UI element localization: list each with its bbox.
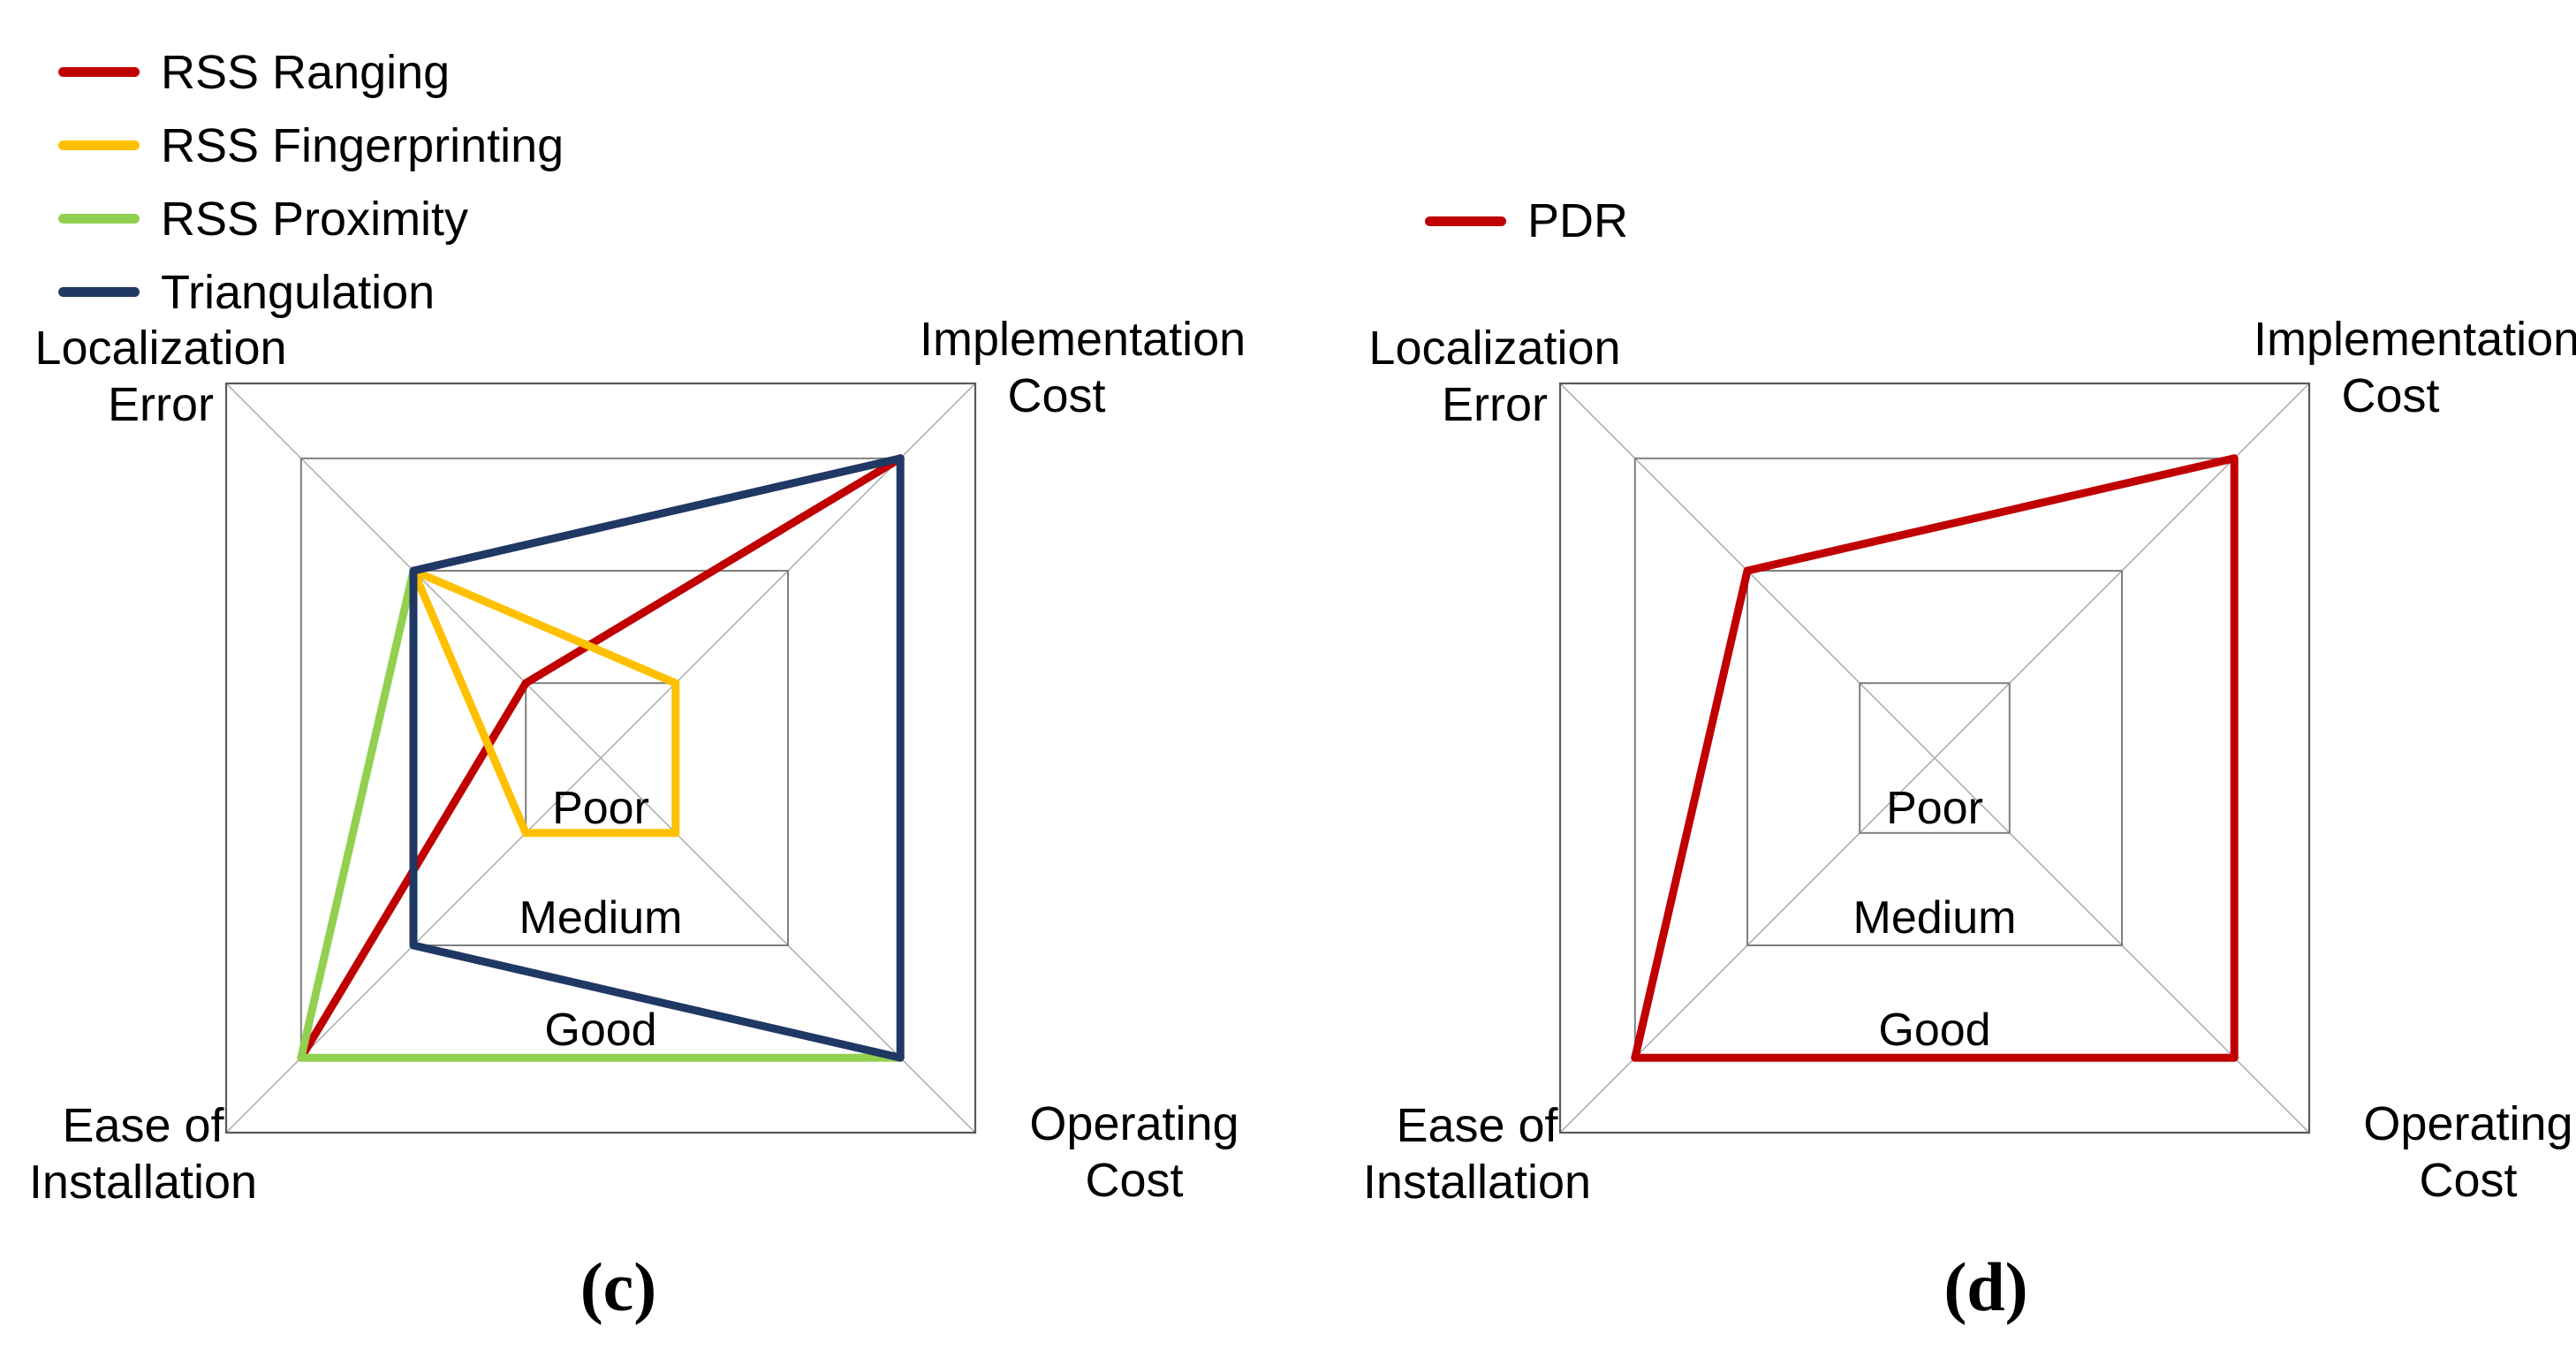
legend-line-swatch bbox=[1425, 216, 1506, 226]
legend-item-rss-proximity: RSS Proximity bbox=[58, 182, 564, 255]
legend-item-triangulation: Triangulation bbox=[58, 255, 564, 329]
legend-item-rss-fingerprinting: RSS Fingerprinting bbox=[58, 109, 564, 182]
ring-label-good-d: Good bbox=[1878, 1005, 1991, 1056]
series-line-rss-fingerprinting bbox=[409, 566, 680, 687]
series-layer-c bbox=[297, 454, 905, 1062]
series-line-pdr bbox=[1743, 454, 2239, 575]
axis-label-ease-of-installation-c: Ease of Installation bbox=[28, 1099, 258, 1209]
series-line-rss-fingerprinting bbox=[409, 566, 530, 838]
ring-label-medium-c: Medium bbox=[519, 892, 683, 944]
axis-label-operating-cost-c: Operating Cost bbox=[1029, 1097, 1239, 1207]
legend-item-pdr: PDR bbox=[1425, 194, 1628, 247]
grid-border bbox=[1558, 382, 2311, 1134]
grid-diagonal bbox=[225, 383, 976, 1134]
legend-label: RSS Proximity bbox=[161, 192, 469, 246]
grid-ring-poor bbox=[1859, 682, 2011, 834]
axis-label-localization-error-d: Localization Error bbox=[1368, 322, 1621, 431]
ring-label-good-c: Good bbox=[544, 1005, 657, 1056]
axis-label-ease-of-installation-d: Ease of Installation bbox=[1362, 1099, 1592, 1209]
series-line-triangulation bbox=[409, 941, 905, 1062]
legend-label: Triangulation bbox=[161, 265, 436, 319]
grid-diagonal bbox=[1559, 383, 2310, 1134]
legend-item-rss-ranging: RSS Ranging bbox=[58, 35, 564, 109]
series-line-triangulation bbox=[409, 454, 905, 575]
grid-ring-medium bbox=[1746, 570, 2123, 946]
caption-panel-c: (c) bbox=[580, 1248, 657, 1325]
legend-label: PDR bbox=[1527, 194, 1629, 247]
axis-label-localization-error-c: Localization Error bbox=[34, 322, 287, 431]
grid-border bbox=[224, 382, 977, 1134]
legend-line-swatch bbox=[58, 140, 140, 150]
legend-line-swatch bbox=[58, 214, 140, 224]
legend-line-swatch bbox=[58, 67, 140, 77]
legend-chart-d: PDR bbox=[1425, 194, 1628, 247]
axis-label-operating-cost-d: Operating Cost bbox=[2363, 1097, 2573, 1207]
radar-chart-c bbox=[224, 382, 977, 1134]
ring-label-poor-c: Poor bbox=[552, 783, 649, 834]
caption-panel-d: (d) bbox=[1943, 1248, 2028, 1325]
series-line-rss-proximity bbox=[297, 566, 418, 1062]
legend-label: RSS Fingerprinting bbox=[161, 118, 564, 172]
axis-label-implementation-cost-c: Implementation Cost bbox=[920, 313, 1246, 422]
series-layer-d bbox=[1631, 454, 2239, 1062]
radar-chart-d bbox=[1558, 382, 2311, 1134]
legend-line-swatch bbox=[58, 287, 140, 297]
ring-label-poor-d: Poor bbox=[1886, 783, 1983, 834]
ring-label-medium-d: Medium bbox=[1852, 892, 2017, 944]
legend-label: RSS Ranging bbox=[161, 45, 451, 99]
axis-label-implementation-cost-d: Implementation Cost bbox=[2254, 313, 2576, 422]
series-line-pdr bbox=[1631, 566, 1752, 1062]
